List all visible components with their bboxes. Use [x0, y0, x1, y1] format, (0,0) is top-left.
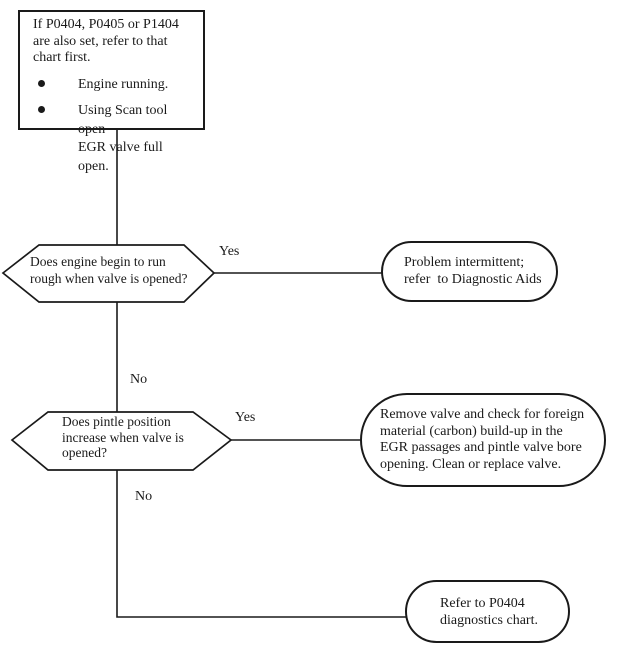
connector-decision2-no — [116, 470, 406, 618]
bullet-icon — [38, 79, 45, 87]
start-box-text: If P0404, P0405 or P1404 are also set, r… — [33, 17, 179, 65]
decision1-no-label: No — [130, 372, 148, 387]
bullet-icon — [38, 106, 45, 113]
outcome-refer-p0404-text: Refer to P0404 diagnostics chart. — [440, 595, 538, 628]
bullet-item-text: Using Scan tool open EGR valve full open… — [78, 103, 168, 174]
start-box: If P0404, P0405 or P1404 are also set, r… — [18, 10, 205, 174]
outcome-problem-intermittent: Problem intermittent; refer to Diagnosti… — [381, 241, 558, 302]
bullet-item: Engine running. — [33, 75, 195, 94]
decision1-hexagon — [1, 244, 216, 303]
outcome-remove-valve: Remove valve and check for foreign mater… — [360, 393, 606, 487]
outcome-remove-valve-text: Remove valve and check for foreign mater… — [380, 407, 585, 472]
bullet-item: Using Scan tool open EGR valve full open… — [33, 101, 195, 175]
decision2-no-label: No — [135, 489, 153, 504]
decision2-hexagon — [10, 411, 233, 471]
decision-pintle-position-question: Does pintle position increase when valve… — [62, 414, 184, 460]
decision1-yes-label: Yes — [219, 244, 240, 259]
outcome-problem-intermittent-text: Problem intermittent; refer to Diagnosti… — [404, 255, 542, 287]
decision2-yes-label: Yes — [235, 410, 256, 425]
outcome-refer-p0404: Refer to P0404 diagnostics chart. — [405, 580, 570, 643]
bullet-item-text: Engine running. — [78, 76, 169, 92]
decision-engine-rough-question: Does engine begin to run rough when valv… — [30, 254, 188, 286]
